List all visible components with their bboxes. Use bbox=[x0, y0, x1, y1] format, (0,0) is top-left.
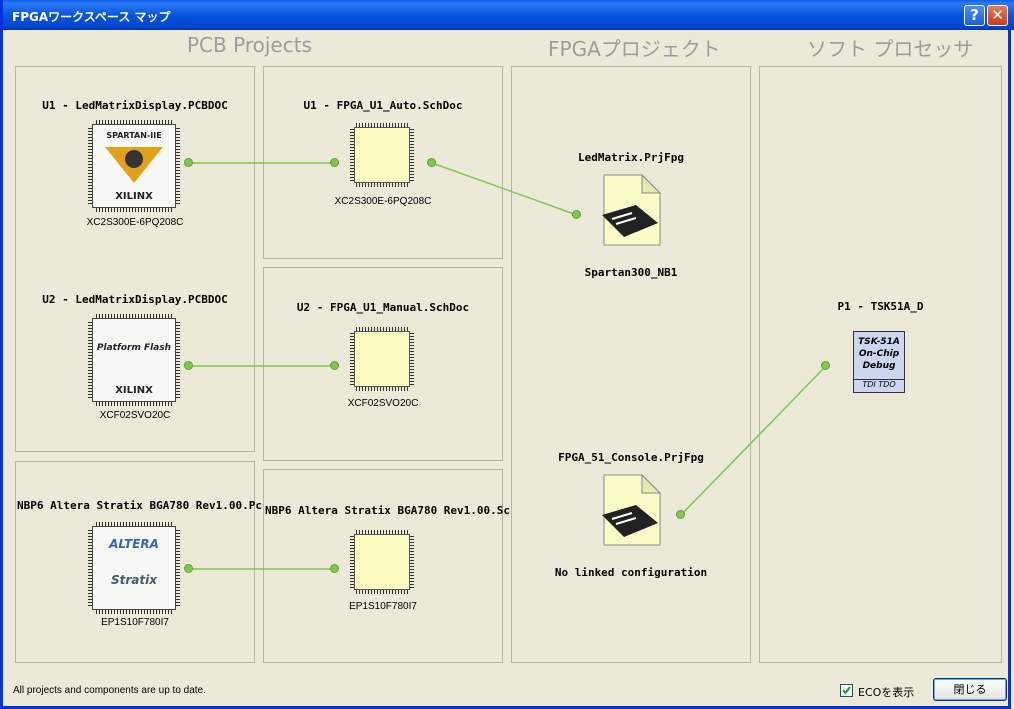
sch-nbp6-part: EP1S10F780I7 bbox=[349, 601, 417, 612]
fpga-projects-panel bbox=[511, 66, 751, 663]
tsk-line3: Debug bbox=[862, 361, 896, 371]
fpga-project-1-icon[interactable] bbox=[596, 173, 664, 255]
pcb-u2-node[interactable] bbox=[184, 361, 193, 370]
pcb-nbp6-node[interactable] bbox=[184, 564, 193, 573]
spartan-logo: SPARTAN-IIE bbox=[106, 131, 162, 140]
link-u1-sch-fpga bbox=[431, 162, 578, 216]
sch-u2-title[interactable]: U2 - FPGA_U1_Manual.SchDoc bbox=[296, 301, 470, 314]
sch-u2-symbol[interactable] bbox=[350, 327, 414, 391]
window-title: FPGAワークスペース マップ bbox=[12, 10, 171, 24]
fpga-project-2-config: No linked configuration bbox=[554, 566, 708, 579]
eco-checkbox[interactable] bbox=[840, 684, 853, 697]
sch-u2-part: XCF02SVO20C bbox=[347, 398, 419, 409]
status-text: All projects and components are up to da… bbox=[13, 685, 206, 696]
fpga-project-1-config: Spartan300_NB1 bbox=[584, 266, 678, 279]
altera-logo: ALTERA bbox=[109, 537, 159, 551]
connection-lines bbox=[189, 162, 827, 570]
status-bar: All projects and components are up to da… bbox=[3, 672, 1008, 706]
sch-u1-node-right[interactable] bbox=[427, 158, 436, 167]
pcb-u2-part: XCF02SVO20C bbox=[99, 410, 171, 421]
fpga-project-2-title[interactable]: FPGA_51_Console.PrjFpg bbox=[558, 451, 704, 464]
sch-u1-symbol[interactable] bbox=[350, 123, 414, 187]
tsk-pins: TDI TDO bbox=[854, 379, 904, 389]
eco-label[interactable]: ECOを表示 bbox=[858, 686, 915, 699]
tsk-line1: TSK-51A bbox=[858, 337, 900, 347]
column-header-pcb: PCB Projects bbox=[187, 33, 312, 57]
pcb-u1-title[interactable]: U1 - LedMatrixDisplay.PCBDOC bbox=[42, 99, 228, 112]
xilinx-logo: XILINX bbox=[115, 385, 153, 396]
fpga-project-2-node[interactable] bbox=[676, 510, 685, 519]
spartan-emblem-icon bbox=[105, 147, 163, 183]
sch-u1-title[interactable]: U1 - FPGA_U1_Auto.SchDoc bbox=[303, 99, 463, 112]
soft-processor-node[interactable] bbox=[821, 361, 830, 370]
link-console-tsk bbox=[680, 365, 827, 516]
stratix-logo: Stratix bbox=[111, 573, 157, 587]
sch-nbp6-node[interactable] bbox=[330, 564, 339, 573]
platform-flash-logo: Platform Flash bbox=[96, 343, 172, 353]
pcb-u2-chip[interactable]: Platform Flash XILINX bbox=[88, 314, 180, 406]
column-header-fpga: FPGAプロジェクト bbox=[548, 37, 721, 61]
sch-nbp6-symbol[interactable] bbox=[350, 530, 414, 594]
pcb-u2-title[interactable]: U2 - LedMatrixDisplay.PCBDOC bbox=[42, 293, 228, 306]
pcb-nbp6-part: EP1S10F780I7 bbox=[101, 617, 169, 628]
fpga-project-2-icon[interactable] bbox=[596, 473, 664, 555]
pcb-nbp6-chip[interactable]: ALTERA Stratix bbox=[88, 522, 180, 614]
sch-u1-part: XC2S300E-6PQ208C bbox=[334, 196, 432, 207]
help-button[interactable]: ? bbox=[964, 5, 985, 26]
xilinx-logo: XILINX bbox=[115, 191, 153, 202]
soft-processor-title[interactable]: P1 - TSK51A_D bbox=[837, 300, 924, 313]
fpga-project-1-title[interactable]: LedMatrix.PrjFpg bbox=[578, 151, 684, 164]
check-icon bbox=[842, 686, 851, 695]
sch-u2-node[interactable] bbox=[330, 361, 339, 370]
title-bar[interactable]: FPGAワークスペース マップ ? ✕ bbox=[3, 0, 1014, 30]
sch-nbp6-title[interactable]: NBP6 Altera Stratix BGA780 Rev1.00.Sc bbox=[265, 504, 511, 517]
tsk51a-symbol[interactable]: TSK-51A On-Chip Debug TDI TDO bbox=[853, 331, 905, 393]
pcb-u1-chip[interactable]: SPARTAN-IIE XILINX bbox=[88, 120, 180, 212]
tsk-line2: On-Chip bbox=[858, 349, 900, 359]
pcb-u1-node[interactable] bbox=[184, 158, 193, 167]
fpga-project-1-node[interactable] bbox=[572, 210, 581, 219]
close-button[interactable]: 閉じる bbox=[933, 678, 1007, 701]
pcb-nbp6-title[interactable]: NBP6 Altera Stratix BGA780 Rev1.00.Pc bbox=[17, 499, 263, 512]
pcb-u1-part: XC2S300E-6PQ208C bbox=[86, 217, 184, 228]
column-header-soft: ソフト プロセッサ bbox=[807, 37, 974, 61]
window-close-button[interactable]: ✕ bbox=[987, 5, 1008, 26]
sch-u1-node-left[interactable] bbox=[330, 158, 339, 167]
